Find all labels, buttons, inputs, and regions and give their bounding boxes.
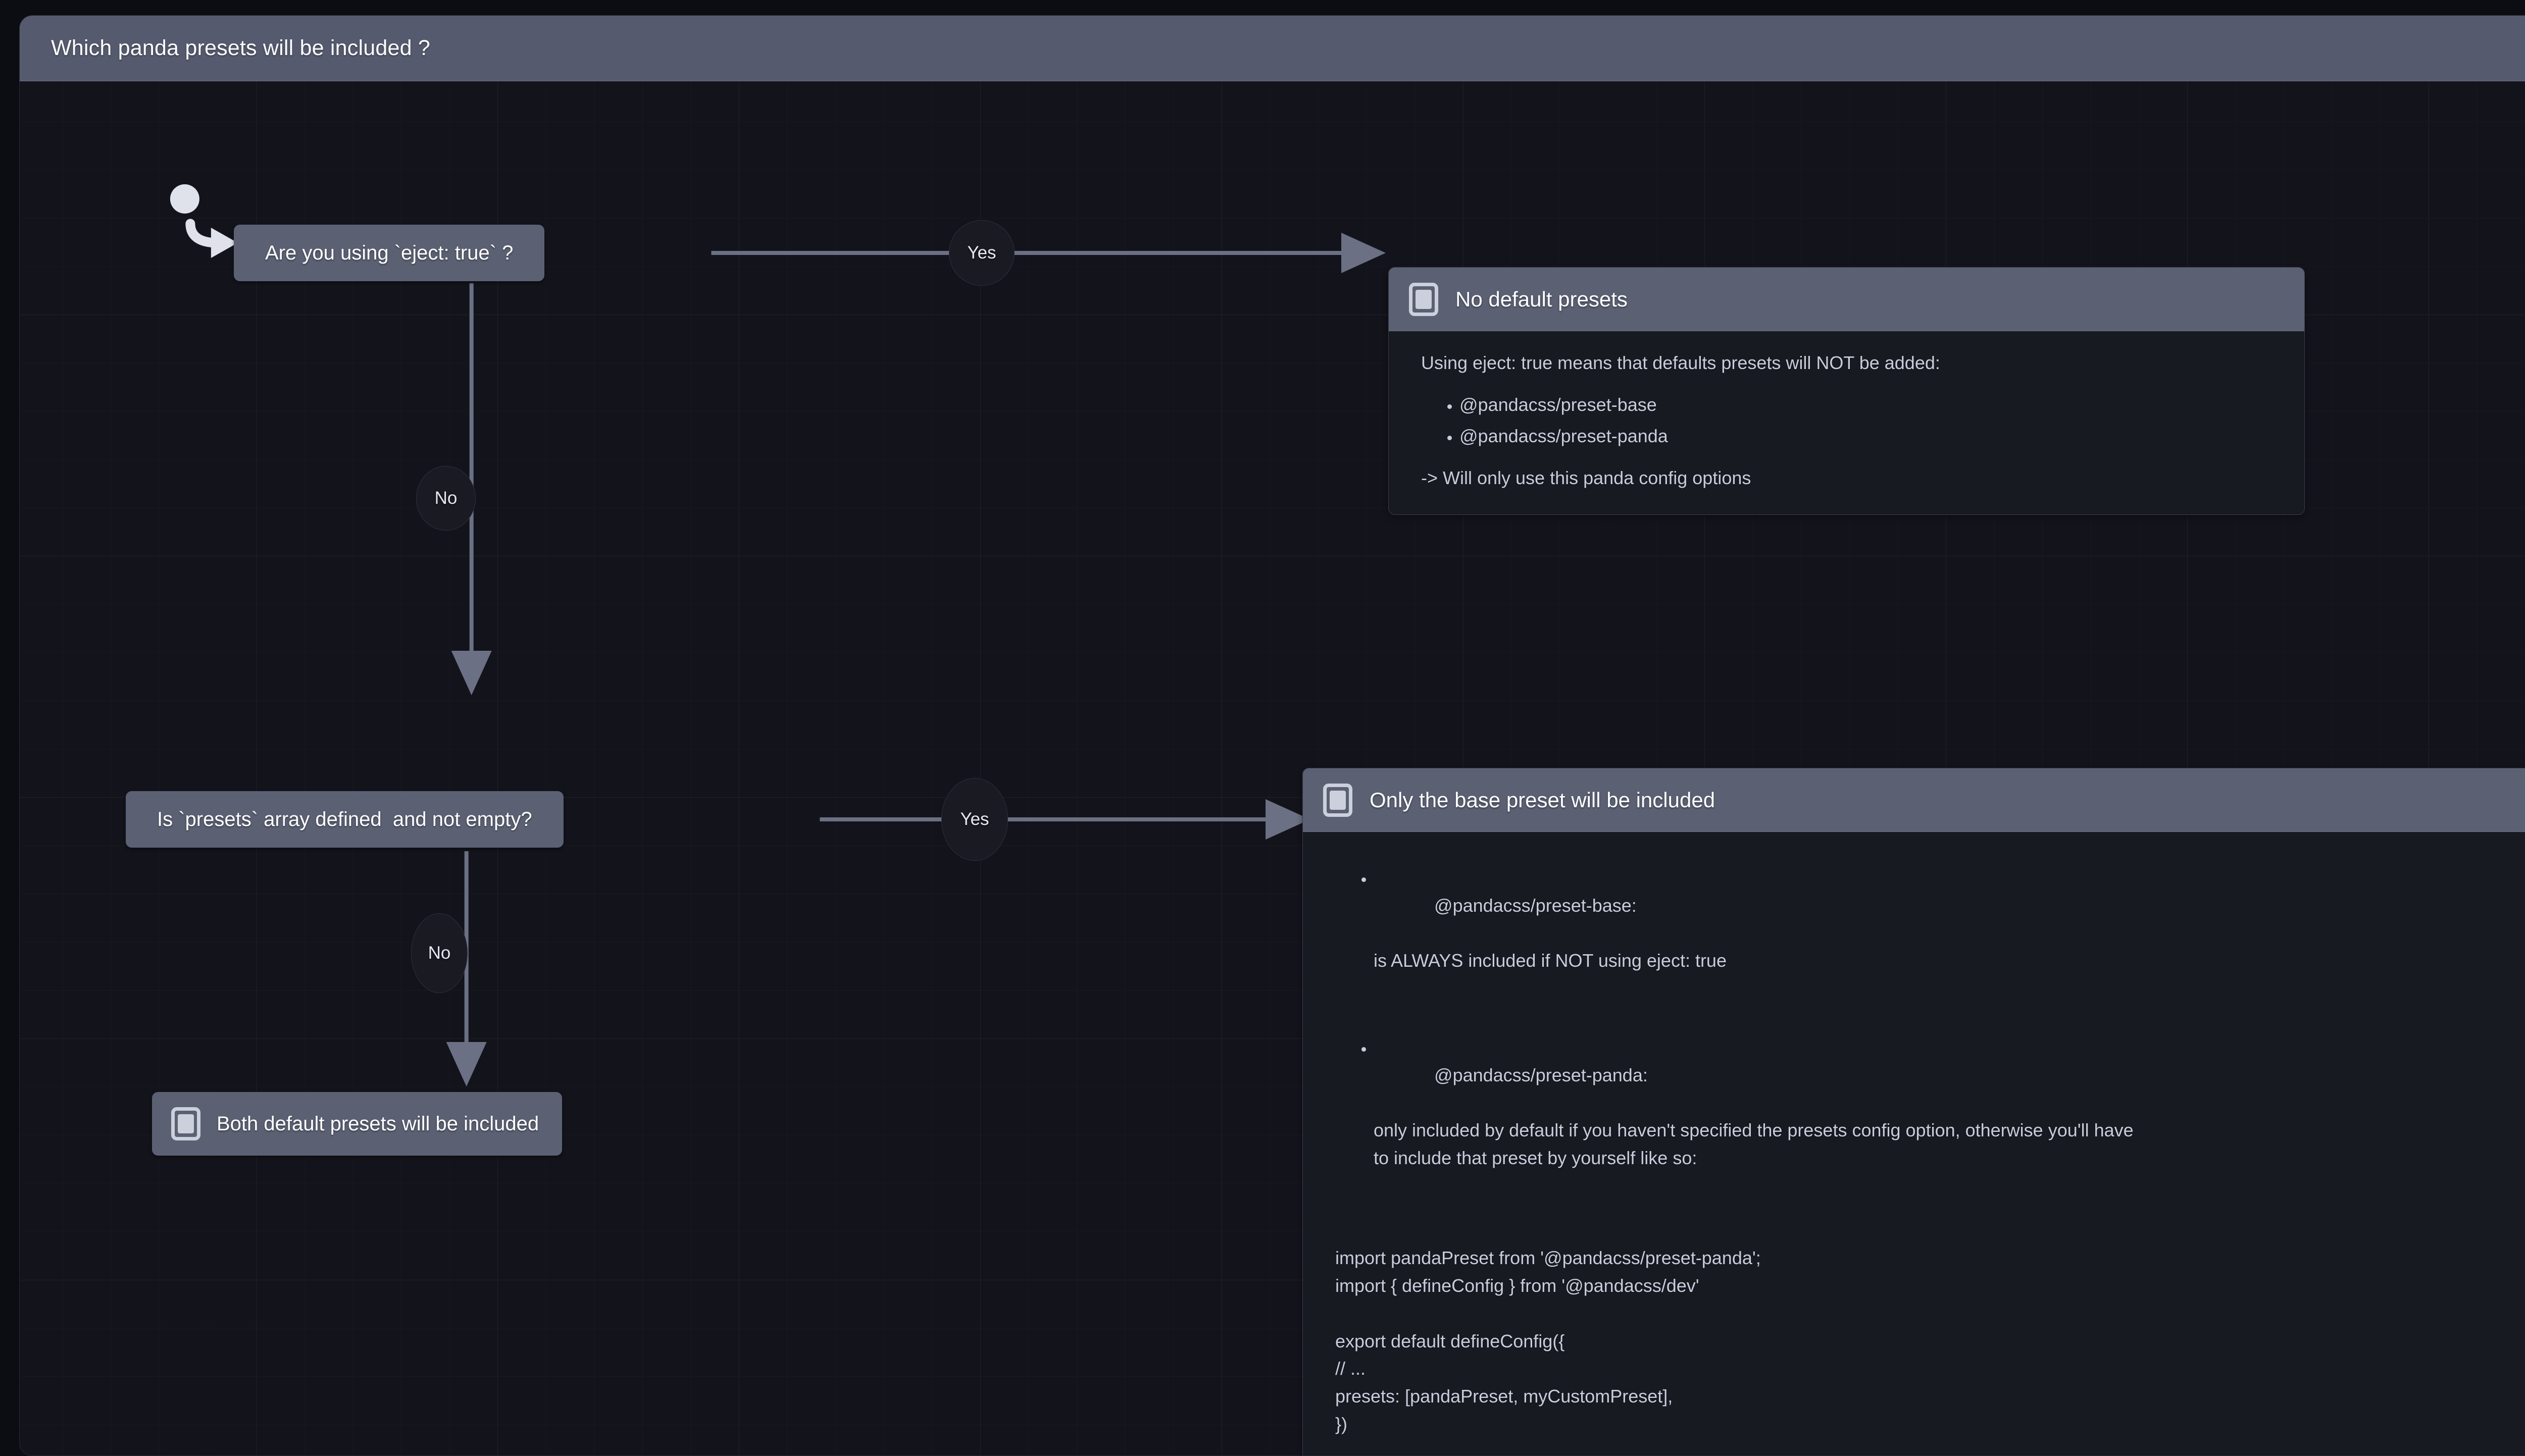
card-only-base-preset[interactable]: Only the base preset will be included @p… <box>1302 768 2525 1455</box>
list-item-head: @pandacss/preset-base: <box>1434 895 1637 916</box>
list-item: @pandacss/preset-panda: only included by… <box>1374 1034 2525 1227</box>
edge-label-eject-no[interactable]: No <box>416 466 476 531</box>
code-line: // ... <box>1335 1358 1366 1379</box>
node-label: Is `presets` array defined and not empty… <box>157 808 532 830</box>
edge-label-text: No <box>428 943 451 963</box>
edge-label-presets-no[interactable]: No <box>411 913 468 993</box>
preset-detail-list: @pandacss/preset-base: is ALWAYS include… <box>1335 864 2525 1227</box>
card-title: Only the base preset will be included <box>1370 788 1715 812</box>
code-line: export default defineConfig({ <box>1335 1330 1565 1351</box>
card-footer-text: -> Will only use this panda config optio… <box>1421 467 1751 489</box>
flowchart-canvas[interactable]: Are you using `eject: true` ? Yes No Is … <box>20 81 2525 1455</box>
edge-label-text: Yes <box>967 243 996 263</box>
diagram-title-bar: Which panda presets will be included ? <box>20 16 2525 81</box>
code-line: }) <box>1335 1413 1348 1434</box>
edge-label-presets-yes[interactable]: Yes <box>941 778 1008 861</box>
note-icon <box>1409 282 1438 316</box>
edge-label-text: Yes <box>960 809 989 829</box>
card-intro-text: Using eject: true means that defaults pr… <box>1421 352 1940 373</box>
code-line: presets: [pandaPreset, myCustomPreset], <box>1335 1385 1673 1407</box>
list-item-detail: is ALWAYS included if NOT using eject: t… <box>1374 950 1727 971</box>
note-icon <box>1323 783 1352 817</box>
diagram-window: Which panda presets will be included ? <box>19 15 2525 1456</box>
list-item-detail: only included by default if you haven't … <box>1374 1120 2134 1169</box>
node-decision-presets[interactable]: Is `presets` array defined and not empty… <box>126 791 564 848</box>
card-header: Only the base preset will be included <box>1303 768 2525 832</box>
node-label: Are you using `eject: true` ? <box>265 241 514 264</box>
edge-label-eject-yes[interactable]: Yes <box>949 220 1015 286</box>
list-item: @pandacss/preset-panda <box>1459 423 2272 450</box>
node-terminal-both-presets[interactable]: Both default presets will be included <box>152 1092 563 1156</box>
list-item: @pandacss/preset-base <box>1459 391 2272 419</box>
code-line <box>1335 1300 2525 1328</box>
page-title: Which panda presets will be included ? <box>51 36 430 60</box>
card-title: No default presets <box>1455 287 1628 311</box>
node-decision-eject[interactable]: Are you using `eject: true` ? <box>234 225 545 281</box>
card-header: No default presets <box>1389 268 2304 331</box>
code-line: import pandaPreset from '@pandacss/prese… <box>1335 1247 1761 1269</box>
edge-label-text: No <box>434 488 458 508</box>
preset-list: @pandacss/preset-base @pandacss/preset-p… <box>1421 391 2272 450</box>
code-block: import pandaPreset from '@pandacss/prese… <box>1335 1244 2525 1438</box>
note-icon <box>171 1107 200 1140</box>
list-item-head: @pandacss/preset-panda: <box>1434 1065 1648 1086</box>
card-no-default-presets[interactable]: No default presets Using eject: true mea… <box>1388 267 2305 515</box>
card-body: @pandacss/preset-base: is ALWAYS include… <box>1303 832 2525 1455</box>
code-line: import { defineConfig } from '@pandacss/… <box>1335 1275 1699 1296</box>
list-item: @pandacss/preset-base: is ALWAYS include… <box>1374 864 2525 1030</box>
node-label: Both default presets will be included <box>217 1112 539 1135</box>
card-body: Using eject: true means that defaults pr… <box>1389 331 2304 514</box>
